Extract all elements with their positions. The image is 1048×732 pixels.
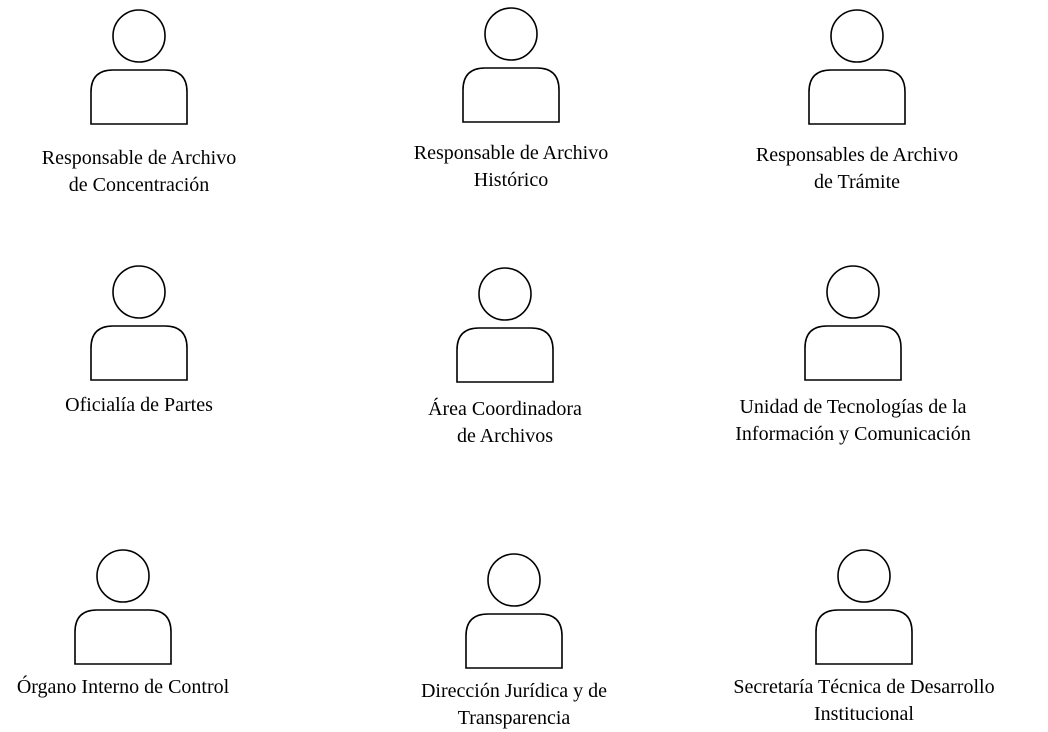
person-icon xyxy=(462,7,560,123)
actor-label-line: Unidad de Tecnologías de la xyxy=(739,396,967,418)
actor-label-line: Responsables de Archivo xyxy=(755,144,959,166)
actor-label-line: Órgano Interno de Control xyxy=(16,676,230,698)
actor-label-line: de Trámite xyxy=(813,171,901,193)
person-icon xyxy=(90,265,188,381)
actor-label-line: Transparencia xyxy=(457,707,571,729)
actor-label-line: Histórico xyxy=(473,169,549,191)
actor-label: Secretaría Técnica de Desarrollo Institu… xyxy=(704,674,1024,728)
actor-label-line: Información y Comunicación xyxy=(735,423,971,445)
actor-label: Órgano Interno de Control xyxy=(0,674,283,701)
person-icon xyxy=(804,265,902,381)
person-icon xyxy=(456,267,554,383)
actor-label-line: Área Coordinadora xyxy=(428,398,582,420)
actor-label-line: de Archivos xyxy=(456,425,554,447)
actor-label-line: Responsable de Archivo xyxy=(41,147,237,169)
actor-label-line: Secretaría Técnica de Desarrollo xyxy=(733,676,995,698)
actor-label-line: Oficialía de Partes xyxy=(65,394,213,416)
person-icon xyxy=(74,549,172,665)
actor-label-line: Institucional xyxy=(814,703,914,725)
actor-label: Responsable de Archivo Histórico xyxy=(351,140,671,194)
actor-label-line: de Concentración xyxy=(68,174,210,196)
actor-label: Oficialía de Partes xyxy=(0,392,299,419)
person-icon xyxy=(90,9,188,125)
person-icon xyxy=(808,9,906,125)
actor-label: Área Coordinadora de Archivos xyxy=(345,396,665,450)
actor-label: Unidad de Tecnologías de la Información … xyxy=(693,394,1013,448)
actor-label: Responsable de Archivo de Concentración xyxy=(0,145,299,199)
actor-label-line: Responsable de Archivo xyxy=(413,142,609,164)
person-icon xyxy=(815,549,913,665)
actor-label: Responsables de Archivo de Trámite xyxy=(697,142,1017,196)
actor-label-line: Dirección Jurídica y de xyxy=(420,680,608,702)
person-icon xyxy=(465,553,563,669)
actor-label: Dirección Jurídica y de Transparencia xyxy=(354,678,674,732)
